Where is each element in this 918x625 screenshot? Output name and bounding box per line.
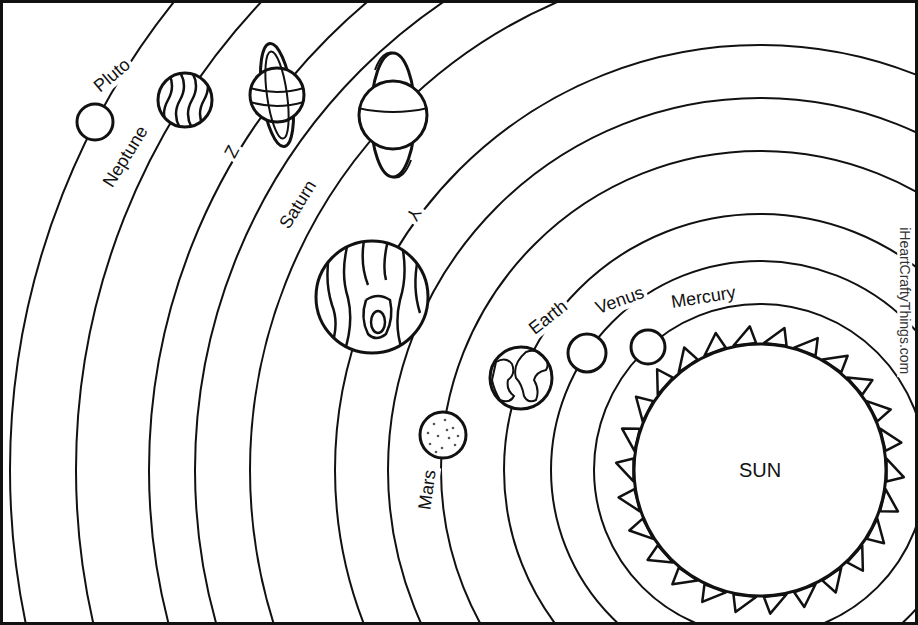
- mercury-planet: [631, 330, 665, 364]
- sun-ray: [616, 459, 633, 482]
- orbit: [388, 98, 915, 622]
- planet-name: Earth: [523, 295, 574, 341]
- neptune-stripes: [164, 72, 208, 128]
- sun-circle: SUN: [632, 342, 888, 598]
- orbit: [504, 214, 915, 622]
- orbit: [250, 3, 915, 622]
- pluto-planet: [77, 104, 113, 140]
- orbit: [195, 3, 915, 622]
- planet-name: Mars: [415, 466, 441, 514]
- orbit: [551, 261, 915, 622]
- jupiter-planet: [316, 241, 428, 353]
- saturn-bands: [358, 108, 428, 112]
- z-ring-inner: [261, 50, 293, 140]
- orbit-lines: [10, 3, 915, 622]
- orbit: [441, 151, 915, 622]
- mars-planet: [420, 412, 466, 458]
- orbit: [335, 45, 915, 622]
- planet-name: Mercury: [666, 283, 739, 314]
- sun-label: SUN: [739, 459, 781, 482]
- saturn-ring-edge: [375, 53, 411, 178]
- watermark: iHeartCraftyThings.com: [896, 224, 911, 377]
- planet-letter: Z: [219, 140, 244, 164]
- orbit: [10, 3, 915, 622]
- mars-dots: [427, 419, 460, 454]
- orbit: [594, 304, 915, 622]
- z-bands: [250, 88, 304, 106]
- sun-rays: [616, 326, 904, 613]
- sun-ray: [886, 459, 903, 482]
- earth-continents: [492, 351, 548, 402]
- jupiter-stripes: [327, 240, 420, 353]
- planet-letter: Y: [400, 201, 426, 226]
- orbit: [76, 3, 915, 622]
- venus-planet: [568, 334, 606, 372]
- neptune-planet: [158, 73, 212, 127]
- planet-name: Saturn: [274, 175, 322, 236]
- orbit: [149, 3, 915, 622]
- saturn-planet: [359, 81, 427, 149]
- earth-planet: [490, 347, 552, 409]
- z-planet: [250, 68, 304, 122]
- sun-disc: [634, 344, 886, 596]
